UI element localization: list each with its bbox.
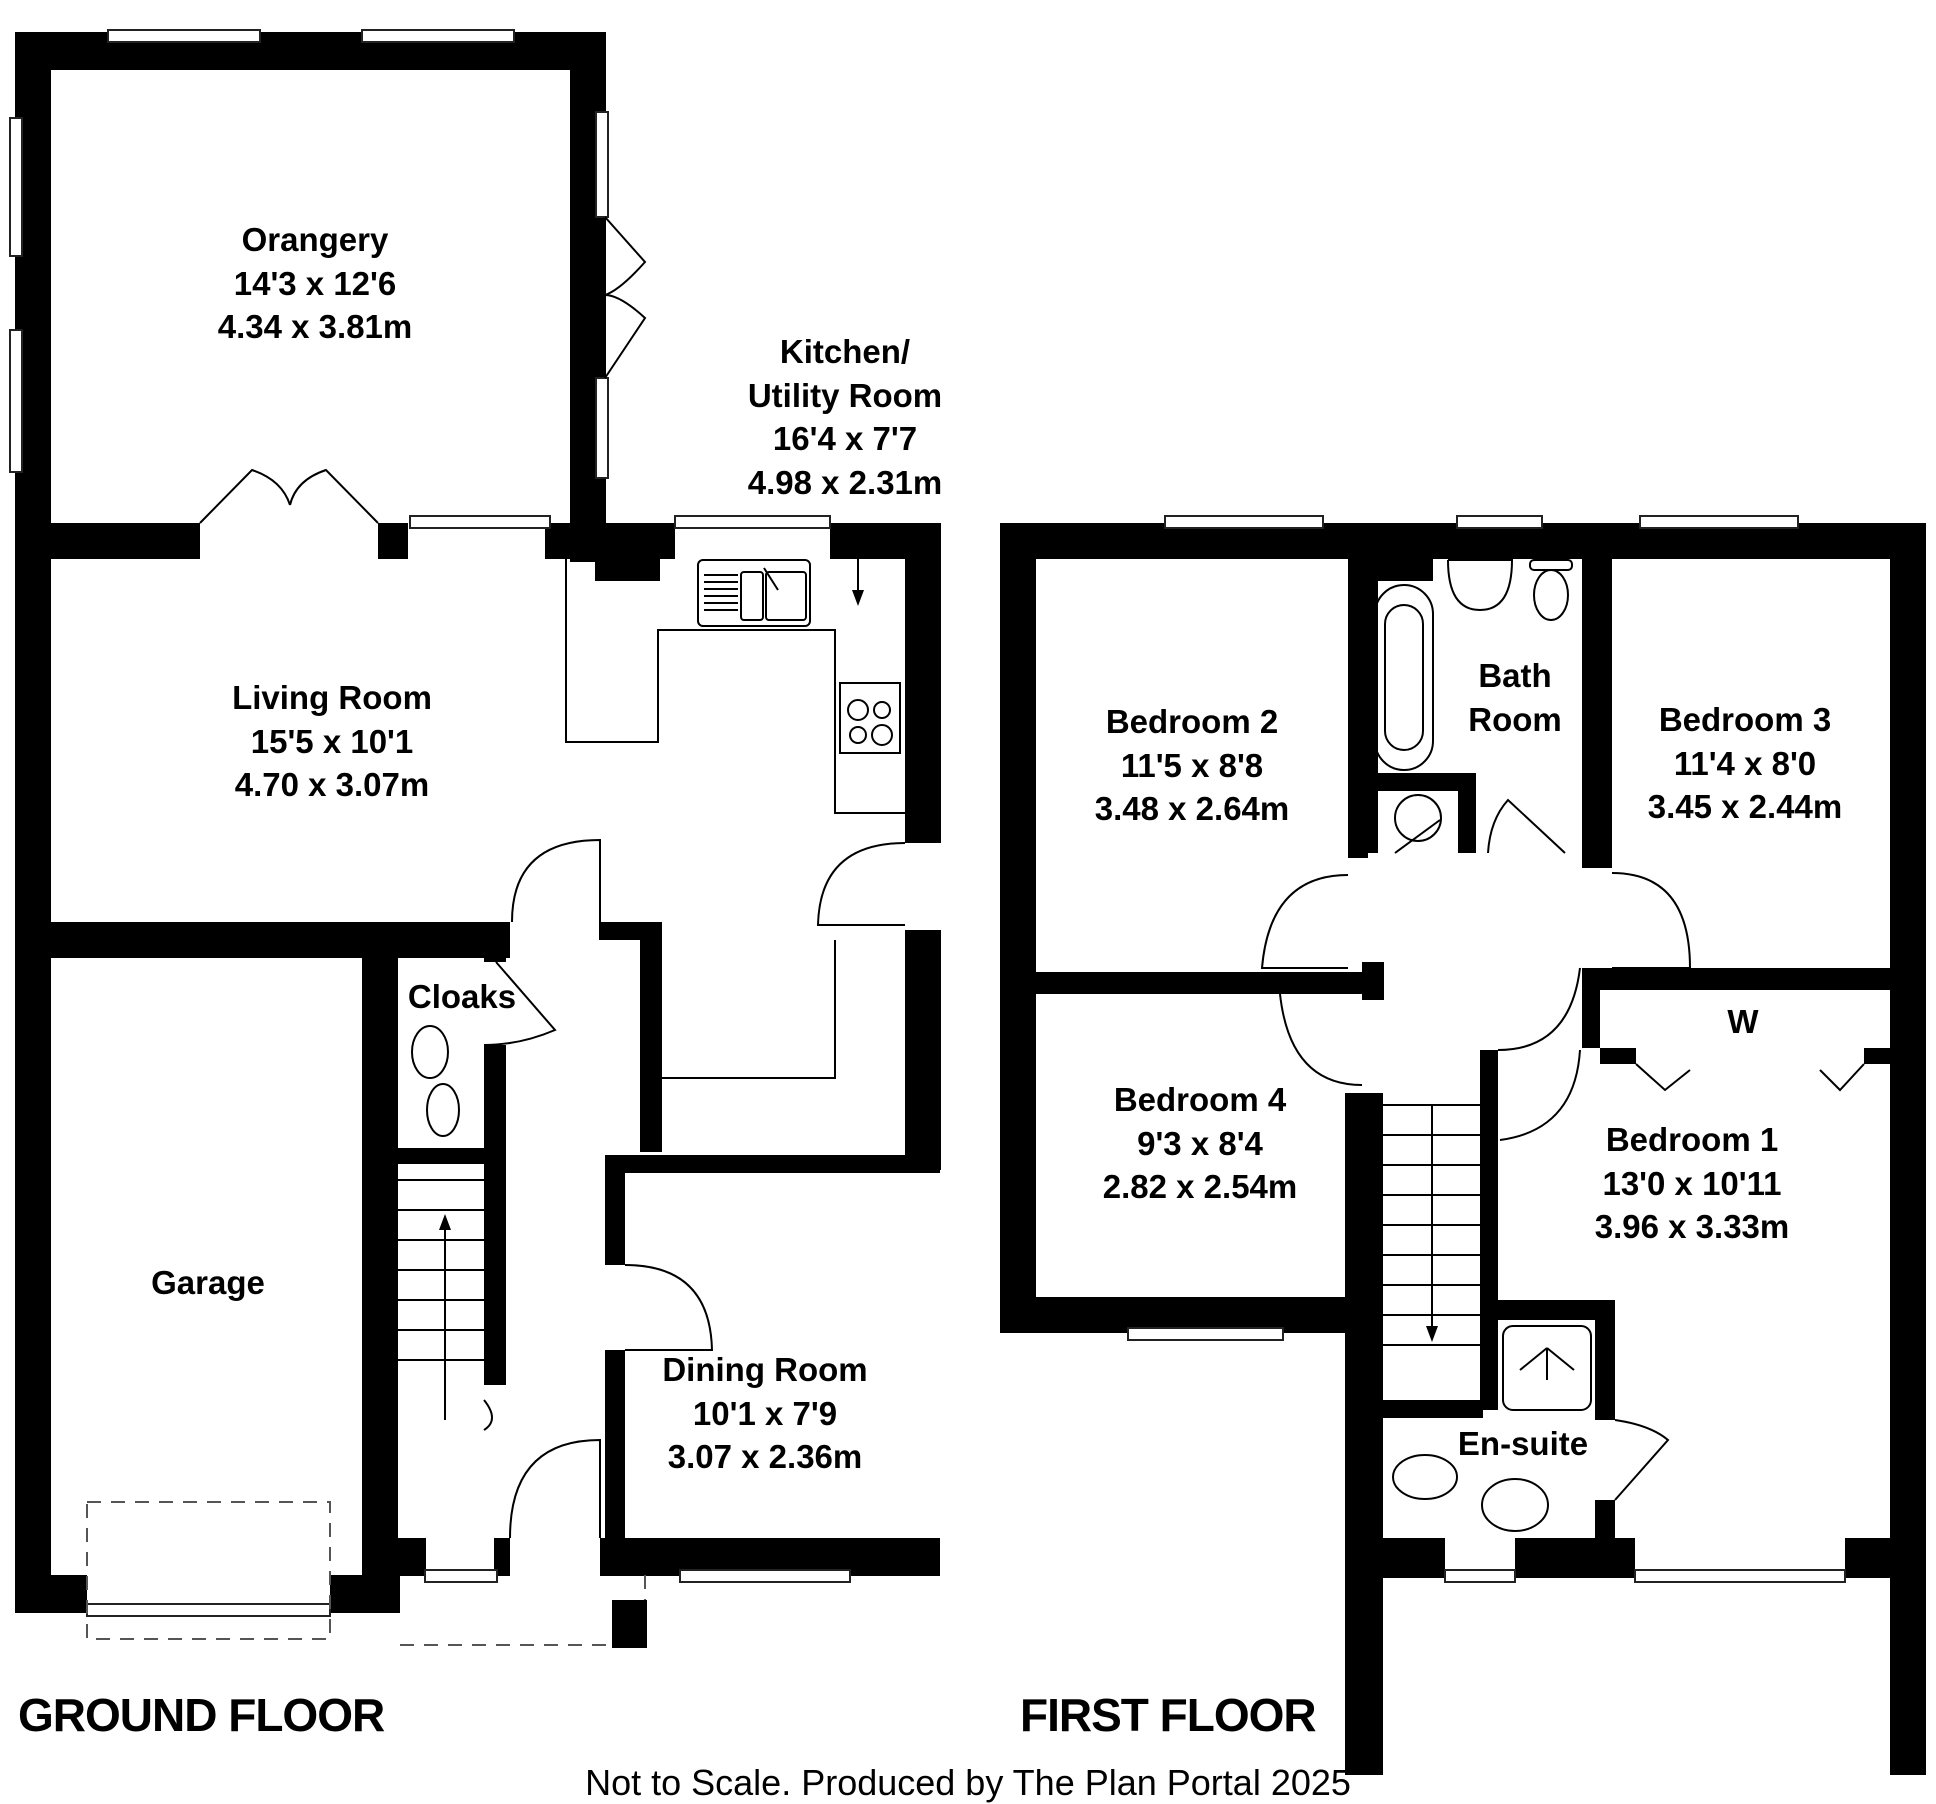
ground-floor-title: GROUND FLOOR — [18, 1689, 385, 1741]
room-name: Bedroom 2 — [1105, 703, 1279, 740]
room-label-bedroom-4: Bedroom 4 9'3 x 8'4 2.82 x 2.54m — [1103, 1078, 1298, 1209]
room-size-metric: 2.82 x 2.54m — [1102, 1168, 1298, 1206]
room-size-imperial: 15'5 x 10'1 — [250, 722, 414, 760]
room-size-metric: 3.07 x 2.36m — [667, 1438, 863, 1476]
room-name: Garage — [151, 1264, 265, 1301]
room-label-ensuite: En-suite — [1458, 1422, 1588, 1466]
room-size-metric: 3.48 x 2.64m — [1094, 790, 1290, 828]
room-name: W — [1727, 1003, 1759, 1040]
room-size-metric: 3.45 x 2.44m — [1647, 788, 1843, 826]
ground-floor-doors — [86, 216, 906, 1646]
first-floor-windows — [1127, 515, 1846, 1583]
room-label-cloaks: Cloaks — [408, 975, 516, 1019]
room-name-line2: Room — [1468, 700, 1562, 738]
room-size-metric: 4.34 x 3.81m — [217, 308, 413, 346]
room-size-imperial: 13'0 x 10'11 — [1602, 1164, 1782, 1202]
room-name-line1: Bath — [1478, 657, 1552, 694]
room-label-living-room: Living Room 15'5 x 10'1 4.70 x 3.07m — [232, 676, 432, 807]
room-size-imperial: 11'4 x 8'0 — [1673, 744, 1817, 782]
room-name: Cloaks — [407, 978, 517, 1015]
room-name: Bedroom 1 — [1605, 1121, 1779, 1158]
room-size-metric: 4.70 x 3.07m — [234, 766, 430, 804]
ground-floor-walls — [15, 32, 941, 1648]
first-floor-title: FIRST FLOOR — [1020, 1689, 1317, 1741]
room-name: En-suite — [1457, 1425, 1589, 1462]
room-name-line2: Utility Room — [747, 376, 943, 414]
room-size-imperial: 9'3 x 8'4 — [1137, 1124, 1263, 1162]
room-label-bedroom-1: Bedroom 1 13'0 x 10'11 3.96 x 3.33m — [1595, 1118, 1790, 1249]
room-name: Dining Room — [662, 1351, 868, 1388]
room-name: Bedroom 3 — [1658, 701, 1832, 738]
room-label-bedroom-2: Bedroom 2 11'5 x 8'8 3.48 x 2.64m — [1095, 700, 1290, 831]
room-size-metric: 3.96 x 3.33m — [1594, 1208, 1790, 1246]
room-name: Orangery — [241, 221, 389, 258]
room-label-garage: Garage — [151, 1261, 265, 1305]
ground-floor-windows — [9, 29, 851, 1617]
room-size-metric: 4.98 x 2.31m — [747, 463, 943, 501]
room-label-dining-room: Dining Room 10'1 x 7'9 3.07 x 2.36m — [662, 1348, 867, 1479]
room-size-imperial: 11'5 x 8'8 — [1120, 746, 1264, 784]
room-label-orangery: Orangery 14'3 x 12'6 4.34 x 3.81m — [218, 218, 413, 349]
first-floor-doors-fixtures — [1260, 559, 1865, 1532]
room-label-bedroom-3: Bedroom 3 11'4 x 8'0 3.45 x 2.44m — [1648, 698, 1843, 829]
room-size-imperial: 14'3 x 12'6 — [233, 264, 397, 302]
room-name: Bedroom 4 — [1113, 1081, 1287, 1118]
room-label-wardrobe: W — [1727, 1000, 1758, 1044]
room-name-line1: Kitchen/ — [779, 333, 911, 370]
room-label-bathroom: Bath Room — [1468, 654, 1562, 741]
room-name: Living Room — [232, 679, 432, 716]
footer-note: Not to Scale. Produced by The Plan Porta… — [585, 1762, 1351, 1803]
room-label-kitchen: Kitchen/ Utility Room 16'4 x 7'7 4.98 x … — [748, 330, 943, 504]
room-size-imperial: 16'4 x 7'7 — [772, 420, 918, 458]
room-size-imperial: 10'1 x 7'9 — [692, 1394, 838, 1432]
